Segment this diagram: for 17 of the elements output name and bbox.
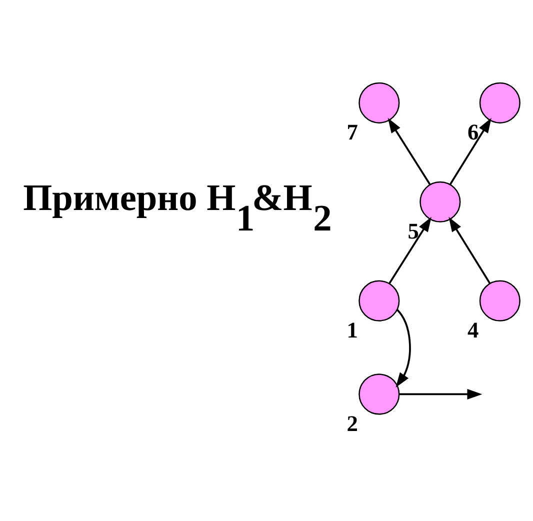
arrow bbox=[388, 117, 431, 184]
node-label: 5 bbox=[408, 218, 419, 243]
node-circle bbox=[358, 373, 400, 414]
node-label: 7 bbox=[346, 119, 358, 144]
arrow bbox=[450, 117, 492, 184]
arrow bbox=[448, 216, 491, 284]
arrow bbox=[396, 308, 411, 388]
node-label: 1 bbox=[346, 316, 358, 342]
node-label: 4 bbox=[468, 316, 479, 342]
node-circle bbox=[479, 280, 520, 321]
node-label: 2 bbox=[346, 410, 358, 436]
node-circle bbox=[358, 280, 400, 321]
node-circle bbox=[358, 82, 400, 123]
arrow bbox=[388, 216, 432, 284]
node-circle bbox=[479, 82, 520, 123]
node-circle bbox=[420, 180, 461, 222]
node-label: 6 bbox=[468, 119, 479, 144]
